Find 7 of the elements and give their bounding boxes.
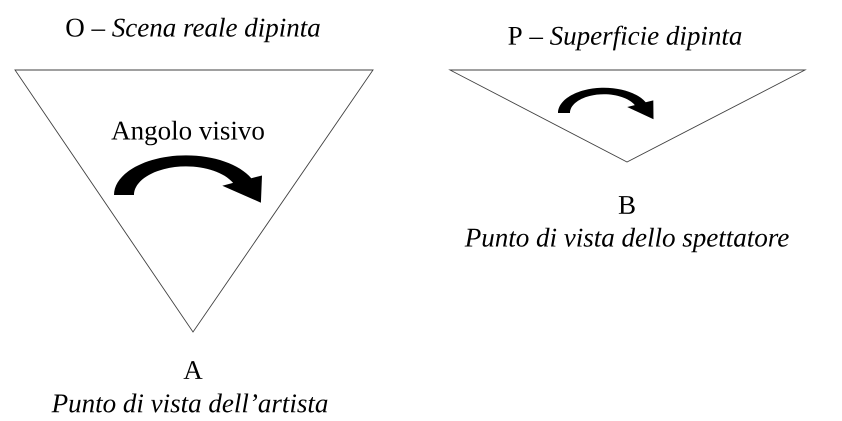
point-label: Punto di vista dell’artista: [52, 393, 328, 413]
heading: O – Scena reale dipinta: [66, 18, 320, 42]
point-letter: B: [618, 196, 635, 214]
point-letter: A: [184, 361, 203, 379]
angle-label: Angolo visivo: [111, 120, 264, 146]
point-label: Punto di vista dello spettatore: [464, 228, 789, 252]
heading: P – Superficie dipinta: [508, 26, 742, 50]
